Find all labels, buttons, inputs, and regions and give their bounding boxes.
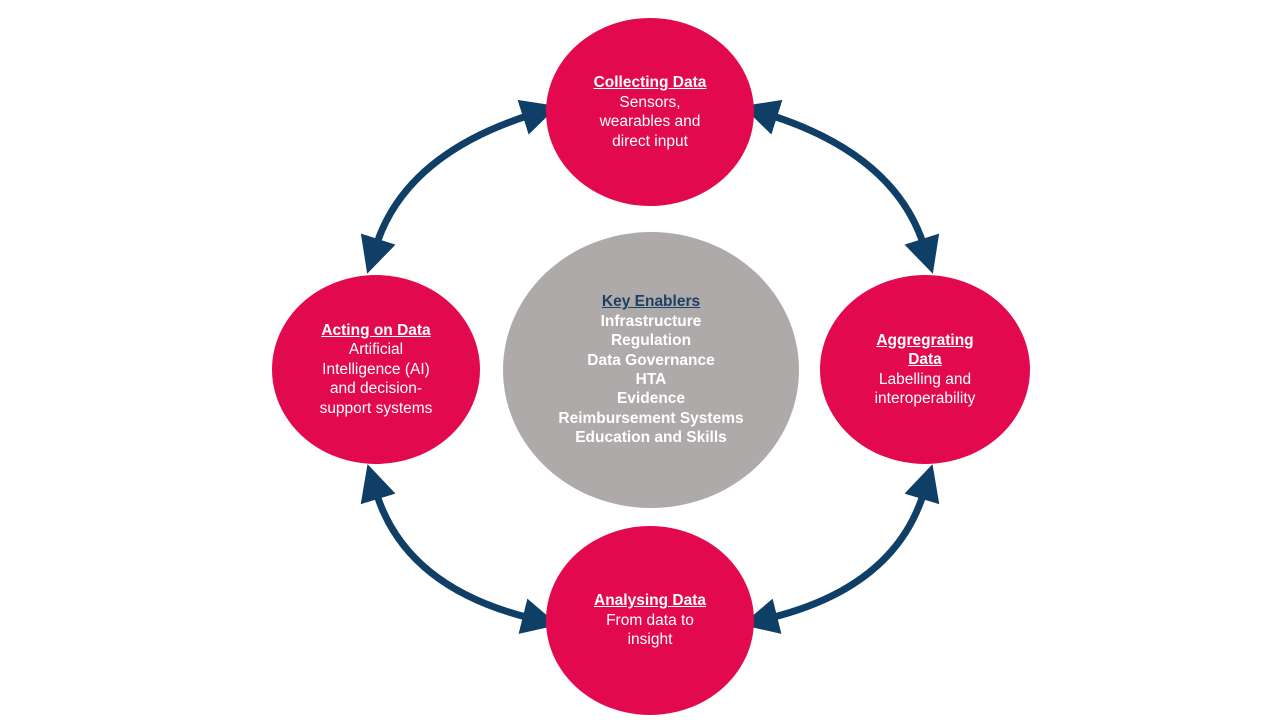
- arrow-aggregate-analyse: [741, 464, 940, 634]
- stage-acting-line: Intelligence (AI): [322, 360, 430, 378]
- stage-analysing-line: From data to: [606, 611, 694, 629]
- enabler-item: Reimbursement Systems: [558, 409, 744, 427]
- stage-aggregating-line: interoperability: [874, 390, 976, 407]
- stage-collecting-line: direct input: [612, 132, 688, 150]
- stage-aggregating-line: Labelling and: [878, 370, 972, 388]
- key-enablers-title: Key Enablers: [601, 293, 701, 311]
- stage-acting-line: support systems: [319, 399, 433, 417]
- stage-acting-line: and decision-: [329, 380, 423, 398]
- stage-aggregating-title: Data: [908, 351, 942, 368]
- arrow-analyse-act: [360, 464, 559, 634]
- enabler-item: Education and Skills: [575, 429, 727, 447]
- stage-acting-on-data: Acting on Data Artificial Intelligence (…: [272, 275, 480, 464]
- stage-collecting-title: Collecting Data: [593, 74, 707, 91]
- stage-analysing-data: Analysing Data From data to insight: [546, 526, 754, 715]
- enabler-item: Data Governance: [587, 351, 715, 369]
- stage-analysing-title: Analysing Data: [594, 592, 706, 610]
- stage-acting-line: Artificial: [348, 341, 404, 359]
- arrow-collect-aggregate: [742, 99, 940, 274]
- key-enablers-hub: Key Enablers Infrastructure Regulation D…: [503, 232, 799, 508]
- stage-collecting-data: Collecting Data Sensors, wearables and d…: [546, 18, 754, 206]
- stage-analysing-line: insight: [627, 631, 673, 649]
- stage-aggregating-data: Aggregrating Data Labelling and interope…: [820, 275, 1030, 464]
- stage-collecting-line: Sensors,: [619, 93, 681, 111]
- stage-collecting-line: wearables and: [599, 113, 701, 130]
- stage-aggregating-title: Aggregrating: [876, 331, 974, 349]
- enabler-item: Evidence: [616, 390, 686, 408]
- stage-acting-title: Acting on Data: [321, 321, 431, 339]
- enabler-item: Regulation: [610, 332, 692, 350]
- enabler-item: Infrastructure: [600, 312, 702, 330]
- arrow-act-collect: [360, 99, 558, 274]
- enabler-item: HTA: [635, 371, 667, 388]
